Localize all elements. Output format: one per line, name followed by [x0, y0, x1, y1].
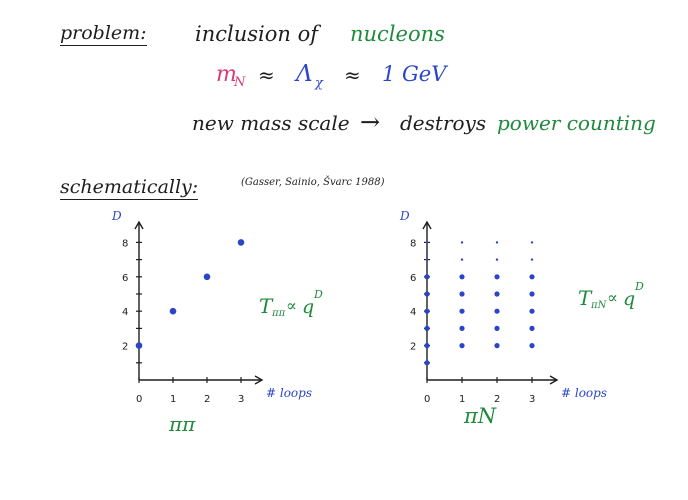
left-formula-sup: D	[314, 288, 323, 301]
right-plot-data-point	[424, 343, 430, 349]
right-plot-data-point	[529, 343, 535, 349]
left-formula-T: T	[259, 294, 273, 318]
problem-line1-highlight: nucleons	[350, 22, 445, 46]
right-plot-data-point	[424, 360, 430, 366]
right-plot-data-point	[494, 308, 500, 314]
left-formula-sub: ππ	[272, 308, 286, 319]
left-formula-prop: ∝	[286, 296, 297, 315]
approx-sign-2: ≈	[344, 63, 361, 87]
right-formula-T: T	[578, 286, 592, 310]
right-plot-small-data-point	[460, 241, 464, 244]
right-plot-data-point	[459, 291, 465, 297]
chiral-scale-symbol: Λ	[296, 61, 313, 87]
right-plot-small-data-point	[530, 258, 534, 261]
left-plot: 0 1 2 3 2 4 6 8 D # loops	[111, 209, 312, 405]
nucleon-mass-symbol: m	[216, 62, 237, 87]
nucleon-mass-subscript: N	[234, 75, 246, 90]
problem-line1-text: inclusion of	[195, 22, 318, 46]
right-plot-y-axis-label: D	[399, 209, 410, 223]
left-plot-x-axis-label: # loops	[266, 386, 312, 400]
approx-sign-1: ≈	[258, 63, 275, 87]
left-plot-x-tick-label: 0	[136, 394, 142, 405]
right-plot-x-tick-label: 0	[424, 394, 430, 405]
left-plot-data-point	[203, 273, 211, 281]
right-plot-y-tick-label: 4	[410, 307, 416, 318]
left-plot-caption: ππ	[169, 412, 196, 436]
right-plot-data-point	[459, 325, 465, 331]
right-plot-data-point	[494, 343, 500, 349]
schematic-reference: (Gasser, Sainio, Švarc 1988)	[241, 177, 385, 188]
right-plot-small-data-point	[425, 241, 429, 244]
schematic-label: schematically:	[60, 176, 199, 200]
left-plot-y-tick-label: 6	[122, 273, 128, 284]
left-plot-x-tick-label: 1	[170, 394, 176, 405]
left-plot-y-arrow-icon	[134, 220, 144, 230]
scale-value: 1 GeV	[382, 62, 447, 86]
left-formula-q: q	[302, 296, 315, 318]
right-plot-y-tick-label: 8	[410, 238, 416, 249]
problem-line3-text: new mass scale	[192, 111, 350, 135]
right-plot-small-data-point	[495, 241, 499, 244]
left-plot-y-tick-label: 8	[122, 238, 128, 249]
problem-line3-destroys: destroys	[400, 111, 487, 135]
right-plot-data-point	[424, 291, 430, 297]
right-plot-x-axis-label: # loops	[561, 386, 607, 400]
right-plot-data-point	[494, 325, 500, 331]
right-plot-data-point	[424, 325, 430, 331]
right-plot-x-tick-label: 3	[529, 394, 535, 405]
right-plot-data-point	[424, 308, 430, 314]
right-plot: 0 1 2 3 2 4 6 8 D # loops	[399, 209, 607, 405]
right-plot-x-tick-label: 2	[494, 394, 500, 405]
left-plot-x-tick-label: 2	[204, 394, 210, 405]
right-plot-data-point	[459, 274, 465, 280]
problem-line3-highlight: power counting	[497, 111, 656, 135]
right-plot-data-point	[529, 291, 535, 297]
right-plot-small-data-point	[460, 258, 464, 261]
right-formula-prop: ∝	[607, 288, 618, 307]
right-formula-sup: D	[635, 280, 644, 293]
right-plot-data-point	[529, 308, 535, 314]
right-plot-small-data-point	[425, 258, 429, 261]
right-plot-data-point	[494, 274, 500, 280]
right-plot-data-point	[529, 325, 535, 331]
left-plot-x-arrow-icon	[254, 375, 264, 385]
right-plot-caption: πN	[464, 404, 497, 428]
right-plot-data-point	[459, 343, 465, 349]
right-formula-q: q	[623, 288, 636, 310]
right-plot-data-point	[494, 291, 500, 297]
left-plot-y-axis-label: D	[111, 209, 122, 223]
left-plot-y-tick-label: 2	[122, 342, 128, 353]
right-plot-x-tick-label: 1	[459, 394, 465, 405]
chiral-scale-subscript: χ	[315, 76, 323, 91]
right-formula-sub: πN	[591, 300, 607, 311]
problem-label: problem:	[60, 22, 147, 46]
left-plot-data-point	[169, 307, 177, 315]
right-plot-x-arrow-icon	[549, 375, 559, 385]
left-plot-data-point	[237, 239, 245, 246]
right-plot-small-data-point	[530, 241, 534, 244]
right-plot-small-data-point	[495, 258, 499, 261]
right-plot-data-point	[459, 308, 465, 314]
right-plot-y-tick-label: 2	[410, 342, 416, 353]
arrow-icon: →	[360, 108, 381, 136]
left-plot-data-point	[135, 342, 143, 349]
right-plot-data-point	[529, 274, 535, 280]
left-plot-y-tick-label: 4	[122, 307, 128, 318]
left-plot-x-tick-label: 3	[238, 394, 244, 405]
right-plot-y-tick-label: 6	[410, 273, 416, 284]
right-plot-y-arrow-icon	[422, 220, 432, 230]
right-plot-data-point	[424, 274, 430, 280]
